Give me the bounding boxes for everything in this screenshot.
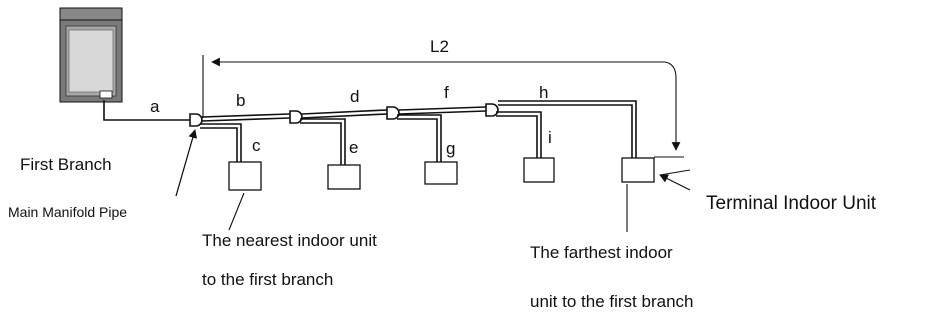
label-e: e [349,138,358,157]
indoor-unit-icon [327,164,361,190]
farthest-unit-label-line2: unit to the first branch [530,292,693,311]
pipe-f [398,106,487,115]
branch-joint-icon [289,110,303,124]
arrow-icon [659,174,691,191]
nearest-unit-label-line2: to the first branch [202,270,333,289]
nearest-unit-label-line1: The nearest indoor unit [202,231,377,250]
indoor-unit-icon [424,161,458,185]
label-d: d [350,87,359,106]
pipe-b [201,113,291,122]
arrow-icon [175,129,198,197]
pipe-i [496,111,542,158]
main-pipe [103,100,190,121]
label-f: f [444,83,449,102]
label-l2: L2 [430,37,449,56]
pipe-h [498,100,637,158]
terminal-indoor-unit-label: Terminal Indoor Unit [706,193,877,214]
indoor-unit-icon [621,157,655,183]
branch-joint-icon [189,113,203,127]
branch-joint-icon [485,103,499,117]
label-b: b [236,91,245,110]
label-c: c [252,136,261,155]
pipe-g [397,114,442,162]
main-manifold-pipe-label: Main Manifold Pipe [8,204,127,220]
first-branch-label: First Branch [20,155,112,174]
label-h: h [539,83,548,102]
pipe-e [300,118,346,165]
branch-joint-icon [386,106,400,120]
label-i: i [548,128,552,147]
pipe-c [200,123,242,162]
outdoor-unit-icon [59,7,123,103]
pipe-d [301,109,388,119]
nearest-pointer-line [228,192,245,231]
l2-dimension [202,55,681,151]
label-g: g [446,139,455,158]
indoor-unit-icon [523,157,555,183]
label-a: a [150,97,160,116]
farthest-unit-label-line1: The farthest indoor [530,243,673,262]
arrow-icon [659,169,691,176]
indoor-unit-icon [228,161,262,191]
